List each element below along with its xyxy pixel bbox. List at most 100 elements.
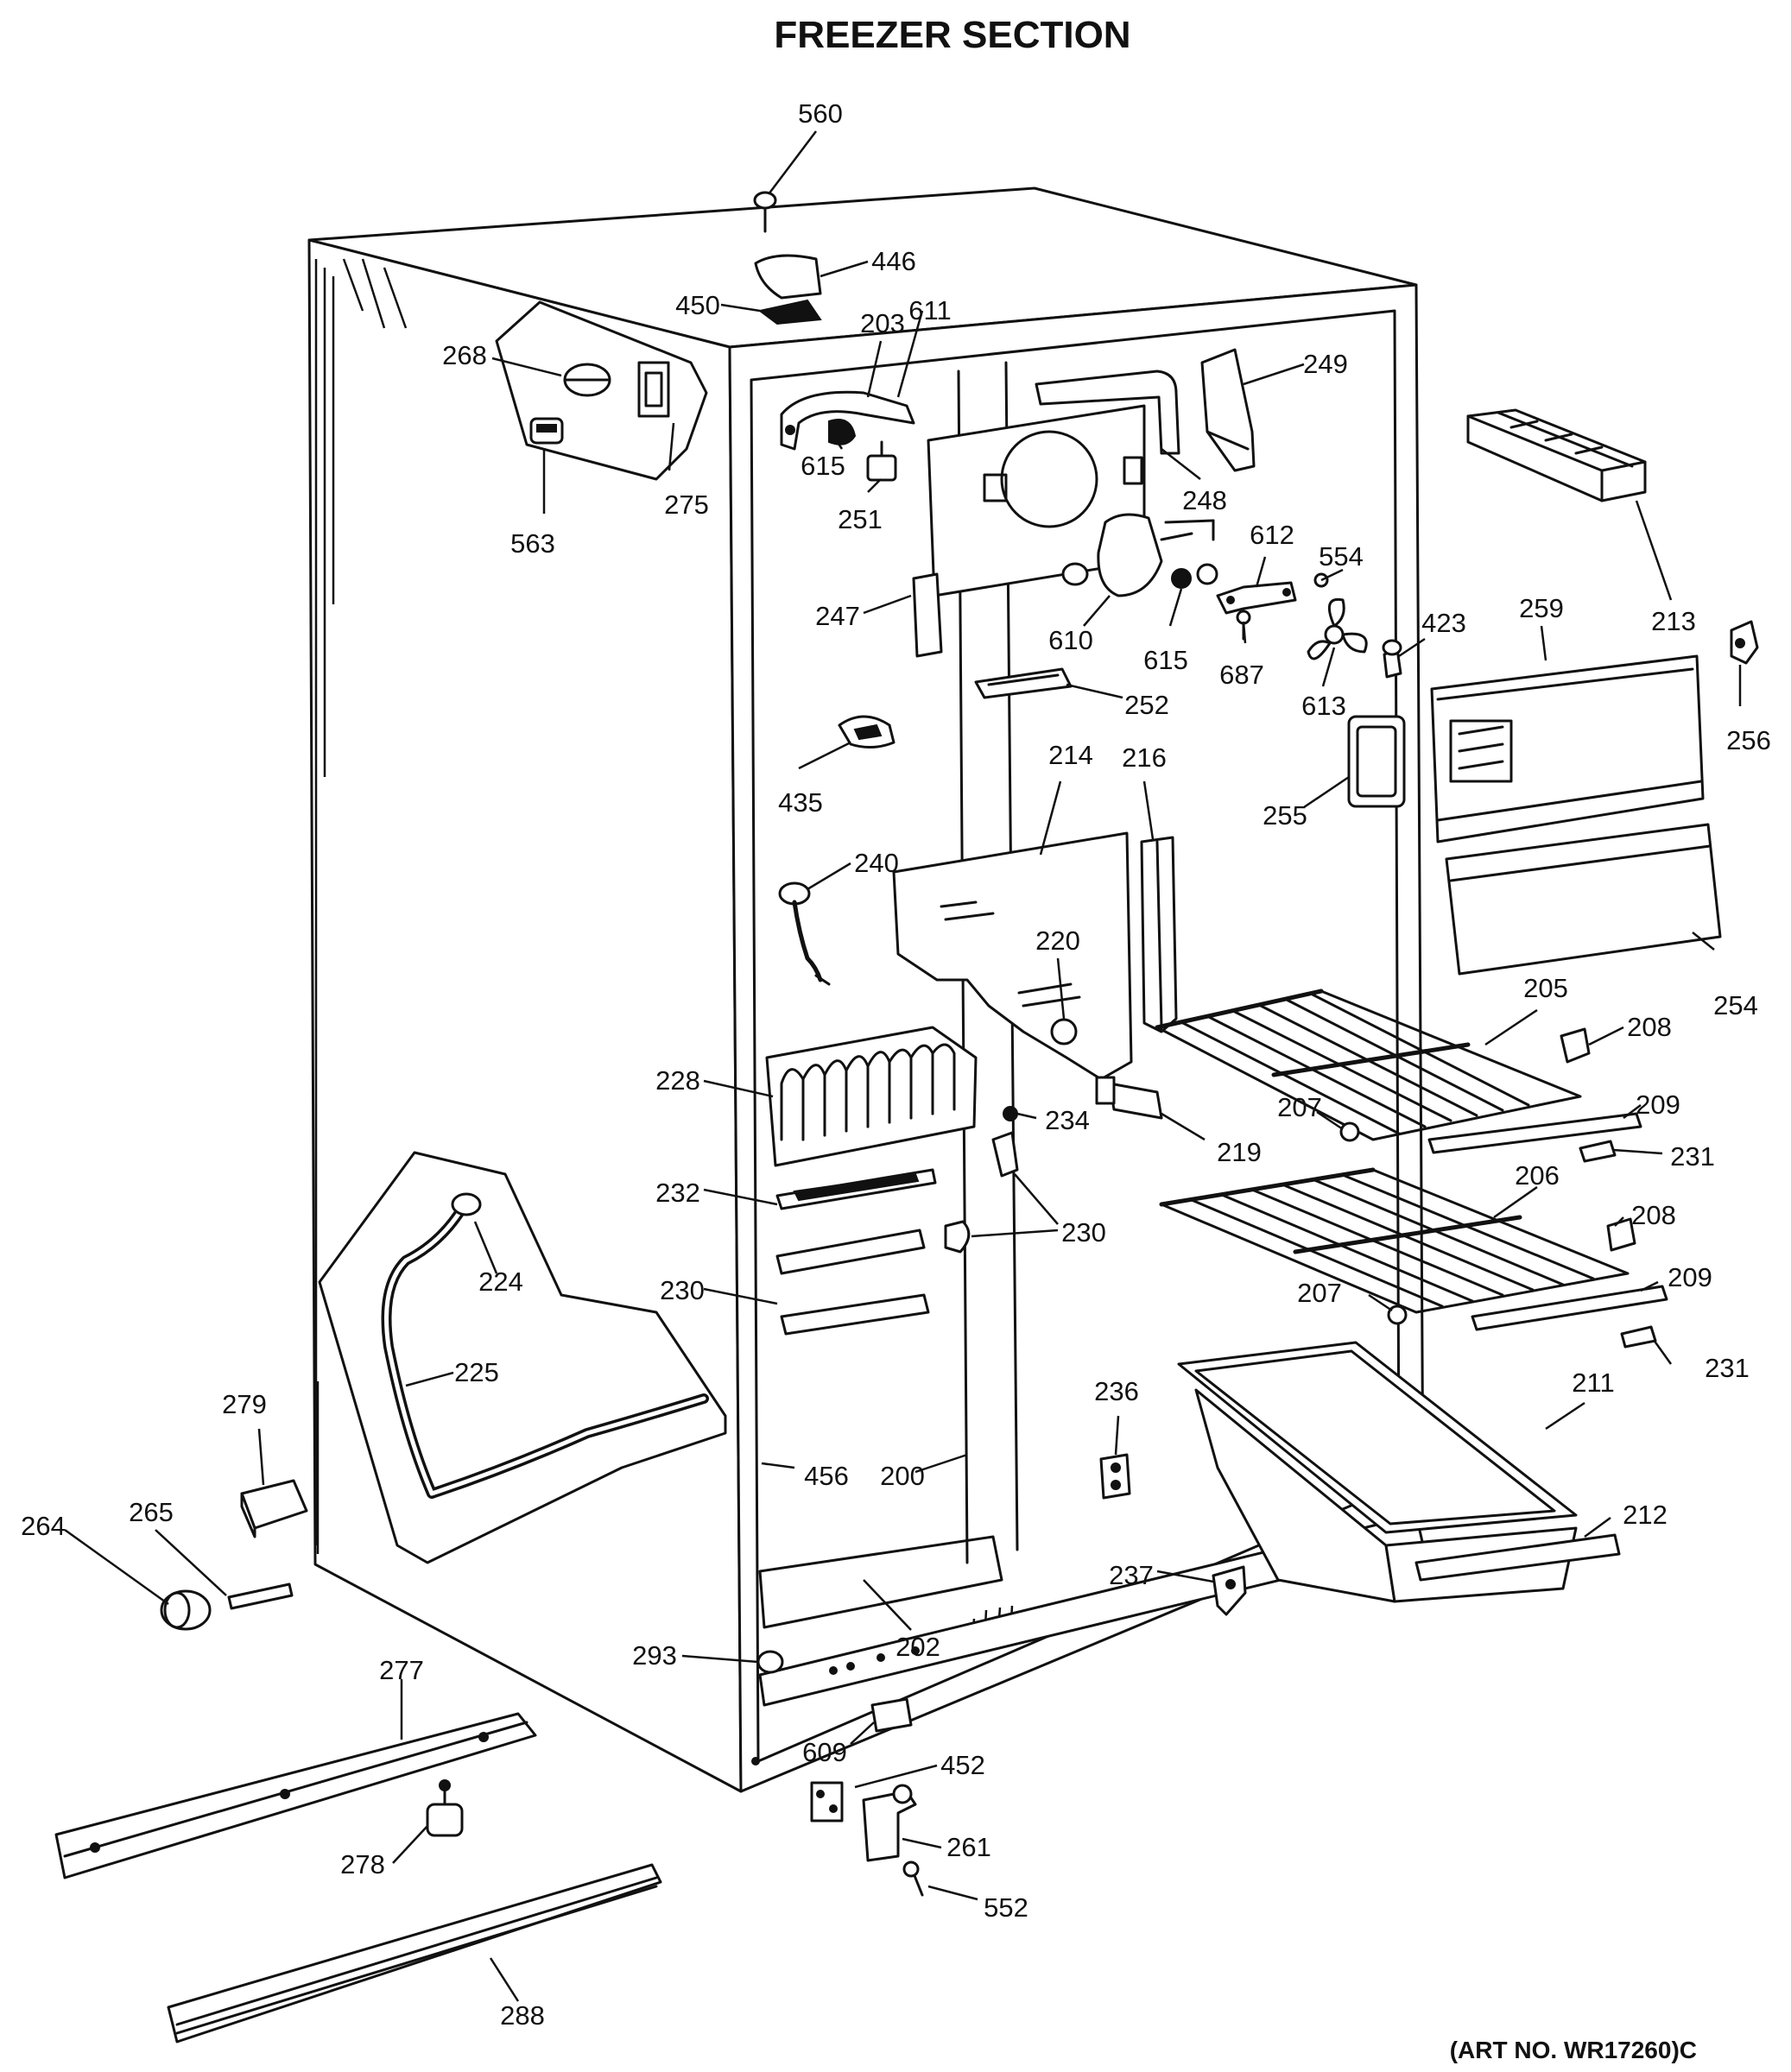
part-254-bin-front — [1445, 823, 1722, 976]
side-panel-shading — [314, 258, 408, 1554]
callout-252: 252 — [1124, 690, 1169, 720]
part-552-screw — [902, 1860, 924, 1897]
callout-251: 251 — [838, 504, 883, 534]
part-208-shelf-clip — [1560, 1027, 1591, 1064]
callout-265: 265 — [129, 1497, 174, 1527]
callout-249: 249 — [1303, 349, 1348, 379]
part-205-upper-shelf — [1155, 989, 1582, 1141]
part-213-ice-tray — [1466, 408, 1647, 502]
callout-207: 207 — [1297, 1278, 1342, 1308]
callout-209: 209 — [1668, 1262, 1712, 1292]
callout-208: 208 — [1631, 1200, 1676, 1230]
part-234-clip — [1003, 1106, 1018, 1121]
callout-205: 205 — [1523, 973, 1568, 1003]
callout-225: 225 — [454, 1357, 499, 1387]
callout-612: 612 — [1250, 520, 1294, 550]
part-288-toe-grille — [167, 1863, 662, 2044]
callout-277: 277 — [379, 1655, 424, 1685]
callout-261: 261 — [946, 1832, 991, 1862]
part-452-plate — [810, 1781, 844, 1822]
callout-264: 264 — [21, 1511, 66, 1541]
callout-268: 268 — [442, 340, 487, 370]
callout-560: 560 — [798, 98, 843, 129]
callout-611: 611 — [908, 295, 951, 325]
callout-208: 208 — [1627, 1012, 1672, 1042]
part-248-tube — [1035, 370, 1180, 455]
part-236-hinge-pin — [1099, 1453, 1131, 1500]
part-219-thermostat — [1095, 1076, 1163, 1120]
callout-231: 231 — [1670, 1141, 1715, 1172]
bottom-well — [758, 1535, 1003, 1629]
callout-456: 456 — [804, 1461, 849, 1491]
callout-211: 211 — [1572, 1368, 1614, 1398]
callout-293: 293 — [632, 1640, 677, 1671]
part-259-ice-bin-frame — [1430, 654, 1705, 843]
callout-554: 554 — [1319, 541, 1364, 572]
part-560-screw — [753, 191, 777, 233]
callout-236: 236 — [1094, 1376, 1139, 1406]
part-450-hinge — [757, 299, 822, 325]
callout-200: 200 — [880, 1461, 925, 1491]
part-237-door-stop — [1212, 1565, 1247, 1616]
part-612-motor-bracket — [1216, 581, 1297, 615]
callout-232: 232 — [655, 1178, 700, 1208]
callout-247: 247 — [815, 601, 860, 631]
part-264-roller — [160, 1589, 212, 1631]
callout-228: 228 — [655, 1065, 700, 1096]
part-203-bracket — [780, 390, 915, 451]
callout-275: 275 — [664, 490, 709, 520]
callout-237: 237 — [1109, 1560, 1154, 1590]
part-610-fan-motor — [1061, 513, 1215, 597]
callout-609: 609 — [802, 1737, 847, 1767]
part-208-shelf-clip — [1606, 1217, 1636, 1252]
callout-254: 254 — [1713, 990, 1758, 1020]
diagram-title: FREEZER SECTION — [774, 14, 1130, 56]
callout-220: 220 — [1035, 925, 1080, 956]
callout-202: 202 — [896, 1632, 940, 1662]
part-231-clip — [1579, 1140, 1617, 1163]
part-293-roller — [756, 1650, 784, 1674]
part-207-shelf-plug — [1387, 1304, 1408, 1325]
callout-563: 563 — [510, 528, 555, 559]
callout-216: 216 — [1122, 742, 1167, 773]
callout-452: 452 — [940, 1750, 985, 1780]
cabinet-side-panel — [307, 238, 743, 1793]
part-275-switch — [637, 361, 670, 418]
part-232-drain-trough — [775, 1168, 937, 1210]
part-228-evaporator — [765, 1026, 978, 1167]
callout-230: 230 — [660, 1275, 705, 1305]
callout-203: 203 — [860, 308, 905, 338]
part-209-shelf-trim — [1427, 1112, 1642, 1154]
callout-230: 230 — [1061, 1217, 1106, 1248]
callout-613: 613 — [1301, 691, 1346, 721]
callout-labels: 560 446 450 203 611 268 249 615 251 275 … — [21, 98, 1771, 2031]
callout-687: 687 — [1219, 660, 1264, 690]
callout-207: 207 — [1277, 1092, 1322, 1122]
callout-446: 446 — [871, 246, 916, 276]
part-249-duct — [1200, 348, 1256, 472]
callout-450: 450 — [675, 290, 720, 320]
callout-214: 214 — [1048, 740, 1093, 770]
part-209-shelf-trim — [1471, 1285, 1668, 1331]
part-615-grommet — [1171, 563, 1218, 589]
callout-224: 224 — [478, 1267, 523, 1297]
callout-255: 255 — [1263, 800, 1307, 831]
callout-279: 279 — [222, 1389, 267, 1419]
callout-610: 610 — [1048, 625, 1093, 655]
leader-lines — [64, 130, 1742, 2002]
part-563-knob — [529, 417, 564, 445]
part-255-gasket — [1347, 715, 1406, 808]
drain-tube-inset — [318, 1151, 727, 1564]
part-206-lower-shelf — [1159, 1167, 1630, 1314]
part-265-axle — [227, 1582, 294, 1610]
part-278-leg — [426, 1779, 464, 1837]
part-251-sensor — [866, 440, 897, 482]
part-231-clip — [1620, 1325, 1657, 1349]
part-609-hinge-shim — [870, 1697, 913, 1733]
art-number: (ART NO. WR17260)C — [1450, 2037, 1697, 2063]
callout-423: 423 — [1421, 608, 1466, 638]
part-230-bracket — [775, 1131, 1019, 1336]
callout-206: 206 — [1515, 1160, 1560, 1191]
callout-240: 240 — [854, 848, 899, 878]
part-216-channel — [1140, 836, 1178, 1033]
